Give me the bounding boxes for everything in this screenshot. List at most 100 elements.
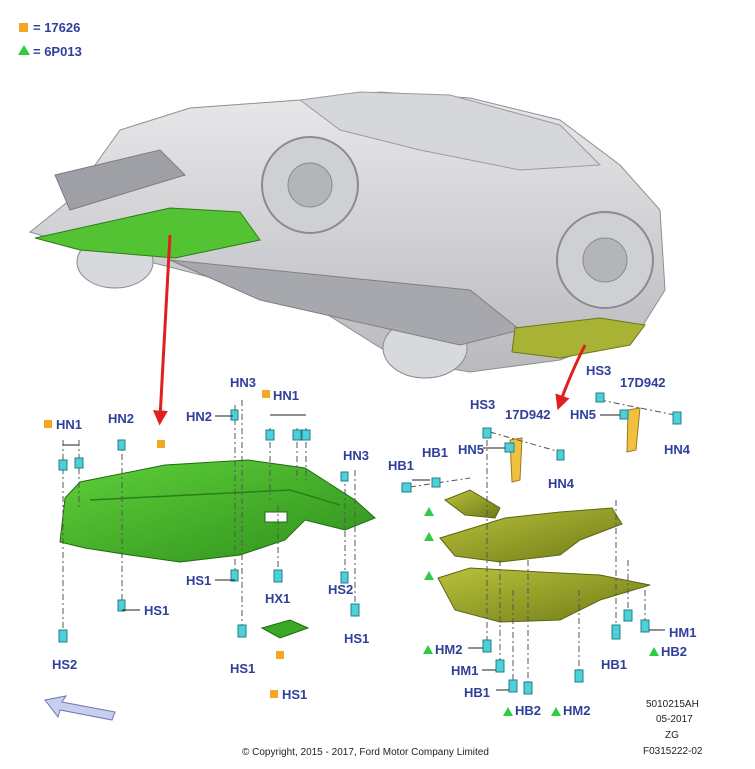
fastener-icon xyxy=(292,429,302,441)
label-hs1: HS1 xyxy=(344,631,369,646)
direction-arrow-icon xyxy=(44,695,116,721)
fastener-icon xyxy=(74,457,84,469)
car-front-grille xyxy=(54,149,186,211)
fastener-icon xyxy=(556,449,565,461)
label-hs3: HS3 xyxy=(586,363,611,378)
fastener-icon xyxy=(401,482,412,493)
fastener-icon xyxy=(672,411,682,425)
right-alignment-lines xyxy=(409,399,676,690)
label-hb1: HB1 xyxy=(422,445,448,460)
label-hm1: HM1 xyxy=(451,663,478,678)
legend-item-6p013: = 6P013 xyxy=(33,44,82,59)
fastener-icon xyxy=(482,427,492,439)
fastener-icon xyxy=(350,603,360,617)
fastener-icon xyxy=(431,477,441,488)
fastener-icon xyxy=(230,409,239,421)
label-hn1: HN1 xyxy=(56,417,82,432)
align-line xyxy=(489,431,561,453)
yellow-bracket-right xyxy=(626,407,641,453)
legend: = 17626 = 6P013 xyxy=(18,20,82,59)
car-front-wheel-hub xyxy=(287,162,333,208)
triangle-icon xyxy=(424,507,434,516)
fastener-icon xyxy=(58,459,68,471)
orange-square-icon xyxy=(44,420,52,428)
fastener-icon xyxy=(340,471,349,482)
label-hm1: HM1 xyxy=(669,625,696,640)
fastener-icon xyxy=(117,599,126,612)
green-front-shield-on-car xyxy=(34,207,261,259)
triangle-icon xyxy=(649,647,659,656)
label-hs3: HS3 xyxy=(470,397,495,412)
label-hb1: HB1 xyxy=(464,685,490,700)
label-hb2: HB2 xyxy=(661,644,687,659)
triangle-icon xyxy=(423,645,433,654)
label-hs2: HS2 xyxy=(328,582,353,597)
figure-id: F0315222-02 xyxy=(643,746,703,757)
orange-square-icon xyxy=(157,440,165,448)
label-hn3: HN3 xyxy=(230,375,256,390)
fastener-icon xyxy=(230,569,239,582)
orange-square-icon xyxy=(262,390,270,398)
triangle-icon xyxy=(551,707,561,716)
olive-shield-middle xyxy=(439,507,623,563)
front-splash-shield-exploded xyxy=(59,459,376,639)
footer: © Copyright, 2015 - 2017, Ford Motor Com… xyxy=(242,699,703,758)
orange-square-icon xyxy=(276,651,284,659)
triangle-icon xyxy=(503,707,513,716)
fastener-icon xyxy=(495,659,505,673)
olive-rear-shield-on-car xyxy=(511,317,646,359)
label-hn1: HN1 xyxy=(273,388,299,403)
fastener-icon xyxy=(237,624,247,638)
right-leaders xyxy=(412,414,665,691)
fastener-icon xyxy=(265,429,275,441)
right-triangles xyxy=(423,507,659,716)
orange-square-icon xyxy=(270,690,278,698)
label-17d942: 17D942 xyxy=(505,407,551,422)
small-green-bracket xyxy=(260,619,310,639)
label-hs1: HS1 xyxy=(282,687,307,702)
align-line xyxy=(599,399,676,416)
right-fasteners xyxy=(401,392,682,695)
label-hs1: HS1 xyxy=(230,661,255,676)
fastener-icon xyxy=(574,669,584,683)
label-hb2: HB2 xyxy=(515,703,541,718)
left-leaders xyxy=(63,414,306,611)
olive-shield-bottom xyxy=(437,567,651,623)
label-hb1: HB1 xyxy=(388,458,414,473)
fastener-icon xyxy=(117,439,126,451)
label-17d942: 17D942 xyxy=(620,375,666,390)
fastener-icon xyxy=(523,681,533,695)
label-hs1: HS1 xyxy=(144,603,169,618)
shield-ridge xyxy=(89,489,341,506)
fastener-icon xyxy=(273,569,283,583)
green-splash-shield xyxy=(59,459,376,563)
label-hn3: HN3 xyxy=(343,448,369,463)
red-arrow-front xyxy=(152,234,172,426)
label-hs1: HS1 xyxy=(186,573,211,588)
car-rear-wheel-hub xyxy=(582,237,628,283)
zg-code: ZG xyxy=(665,730,679,741)
label-hn4: HN4 xyxy=(548,476,575,491)
fastener-icon xyxy=(58,629,68,643)
fastener-icon xyxy=(623,609,633,622)
legend-triangle-icon xyxy=(18,45,30,55)
label-hn4: HN4 xyxy=(664,442,691,457)
fastener-icon xyxy=(482,639,492,653)
car-underbody-illustration xyxy=(28,91,666,379)
copyright-text: © Copyright, 2015 - 2017, Ford Motor Com… xyxy=(242,747,489,758)
triangle-icon xyxy=(424,532,434,541)
label-hn5: HN5 xyxy=(458,442,484,457)
reference-code: 5010215AH xyxy=(646,699,699,710)
label-hm2: HM2 xyxy=(563,703,590,718)
label-hs2: HS2 xyxy=(52,657,77,672)
fastener-icon xyxy=(619,409,629,420)
label-hn5: HN5 xyxy=(570,407,596,422)
fastener-icon xyxy=(595,392,605,403)
car-underbody xyxy=(169,259,522,346)
left-part-labels: HN1 HN2 HS1 HS2 HN2 HN3 HN1 HN3 HS1 HX1 … xyxy=(52,375,369,702)
shield-cutout xyxy=(264,511,288,523)
car-roof xyxy=(298,91,602,171)
red-arrow-rear xyxy=(555,344,587,411)
label-hb1: HB1 xyxy=(601,657,627,672)
